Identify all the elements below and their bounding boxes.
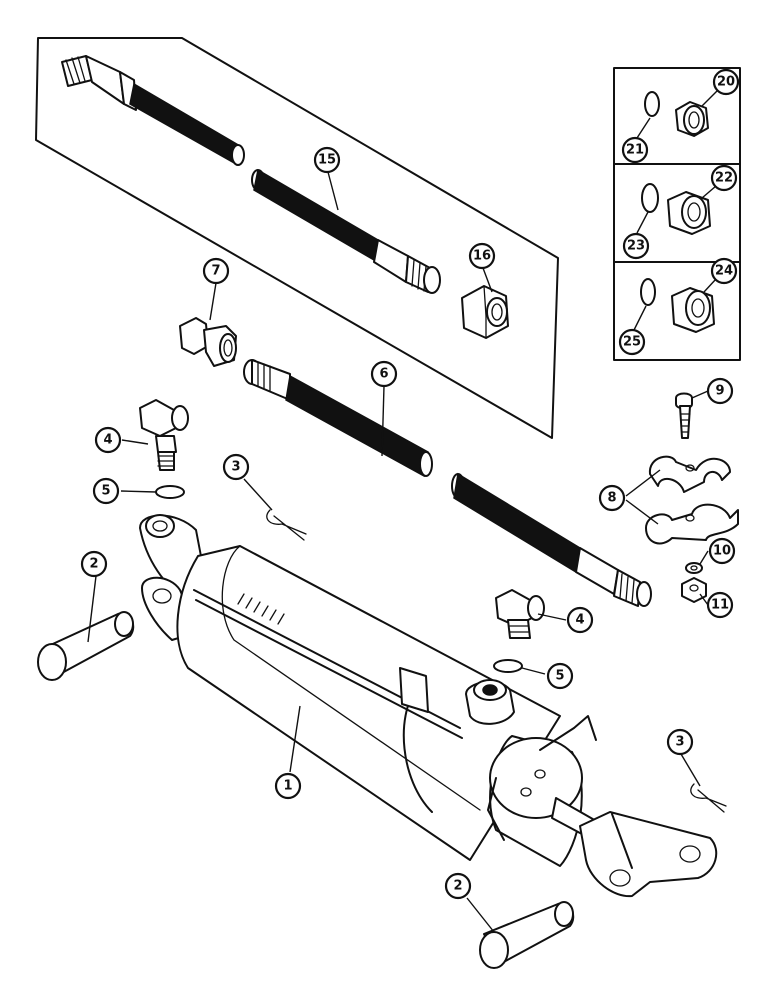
callout-15: 15 (313, 146, 341, 174)
pin-2-lower (479, 901, 575, 969)
callout-24: 24 (710, 257, 738, 285)
callout-10: 10 (708, 537, 736, 565)
callout-9: 9 (706, 377, 734, 405)
leader-lines (87, 89, 719, 933)
hose-6-upper-end (243, 359, 433, 478)
svg-text:9: 9 (715, 384, 724, 399)
callout-3-right: 3 (666, 728, 694, 756)
svg-text:15: 15 (318, 153, 336, 168)
svg-text:22: 22 (715, 171, 733, 186)
svg-text:24: 24 (715, 264, 733, 279)
hydraulic-cylinder-1 (139, 514, 718, 898)
elbow-fitting-4-right (495, 589, 545, 639)
o-ring-23 (641, 183, 659, 213)
svg-text:2: 2 (453, 879, 462, 894)
cotter-pin-3-left (266, 509, 307, 541)
svg-text:2: 2 (89, 557, 98, 572)
clamp-screw-9 (675, 392, 693, 439)
callout-23: 23 (622, 232, 650, 260)
svg-text:6: 6 (379, 367, 388, 382)
callout-1: 1 (274, 772, 302, 800)
svg-text:5: 5 (555, 669, 564, 684)
callout-11: 11 (706, 591, 734, 619)
fitting-20 (675, 101, 709, 137)
nut-11 (681, 577, 707, 603)
callout-25: 25 (618, 328, 646, 356)
callout-8: 8 (598, 484, 626, 512)
svg-text:21: 21 (626, 143, 644, 158)
callout-6: 6 (370, 360, 398, 388)
callout-3-left: 3 (222, 453, 250, 481)
hose-15-upper-end (61, 55, 245, 166)
callout-21: 21 (621, 136, 649, 164)
callout-22: 22 (710, 164, 738, 192)
svg-text:3: 3 (675, 735, 684, 750)
svg-text:11: 11 (711, 598, 729, 613)
svg-text:25: 25 (623, 335, 641, 350)
svg-text:1: 1 (283, 779, 292, 794)
hose-kit-inset-panel (35, 37, 559, 439)
adapter-7 (179, 317, 237, 367)
svg-text:8: 8 (607, 491, 616, 506)
cotter-pin-3-right (690, 783, 727, 813)
svg-text:4: 4 (575, 613, 584, 628)
callout-16: 16 (468, 242, 496, 270)
svg-text:16: 16 (473, 249, 491, 264)
fitting-24 (671, 287, 715, 333)
callout-4-left: 4 (94, 426, 122, 454)
hose-6-lower-end (451, 472, 652, 607)
svg-text:7: 7 (211, 264, 220, 279)
o-ring-5-left (155, 485, 185, 499)
clamp-8-lower (645, 503, 739, 545)
o-ring-5-right (493, 659, 523, 673)
svg-text:20: 20 (717, 75, 735, 90)
callout-2-left: 2 (80, 550, 108, 578)
hose-15-lower-end (251, 168, 441, 294)
pin-2-left (37, 611, 135, 681)
callout-4-right: 4 (566, 606, 594, 634)
o-ring-21 (644, 91, 660, 117)
callout-7: 7 (202, 257, 230, 285)
svg-text:4: 4 (103, 433, 112, 448)
elbow-fitting-4-left (139, 399, 189, 471)
svg-text:10: 10 (713, 544, 731, 559)
svg-text:5: 5 (101, 484, 110, 499)
callout-5-right: 5 (546, 662, 574, 690)
callout-5-left: 5 (92, 477, 120, 505)
o-ring-25 (640, 278, 656, 306)
clamp-8-upper (648, 455, 731, 493)
callout-20: 20 (712, 68, 740, 96)
svg-text:23: 23 (627, 239, 645, 254)
nut-16 (461, 285, 509, 339)
svg-text:3: 3 (231, 460, 240, 475)
lock-washer-10 (685, 562, 703, 574)
fitting-22 (667, 191, 711, 235)
callout-2-lower: 2 (444, 872, 472, 900)
